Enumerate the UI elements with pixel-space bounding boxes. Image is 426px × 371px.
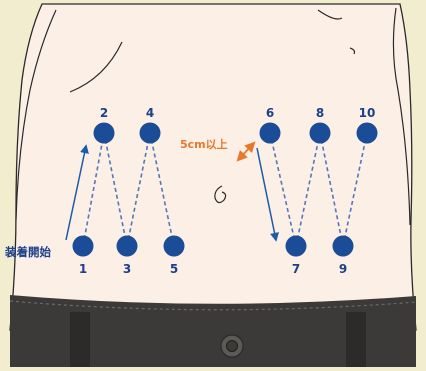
point-label-5: 5 (170, 262, 178, 276)
point-label-8: 8 (316, 106, 324, 120)
point-4 (140, 123, 161, 144)
point-label-6: 6 (266, 106, 274, 120)
belt-loop-left (70, 312, 90, 367)
belt-buckle-inner (227, 341, 238, 352)
point-8 (310, 123, 331, 144)
torso-skin (10, 4, 416, 330)
point-6 (260, 123, 281, 144)
point-10 (357, 123, 378, 144)
point-label-3: 3 (123, 262, 131, 276)
point-1 (73, 236, 94, 257)
belt-loop-right (346, 312, 366, 367)
point-label-1: 1 (79, 262, 87, 276)
start-label: 装着開始 (4, 245, 51, 259)
point-5 (164, 236, 185, 257)
point-label-4: 4 (146, 106, 154, 120)
point-label-9: 9 (339, 262, 347, 276)
point-label-10: 10 (359, 106, 376, 120)
distance-label: 5cm以上 (180, 137, 228, 151)
point-9 (333, 236, 354, 257)
point-label-2: 2 (100, 106, 108, 120)
point-label-7: 7 (292, 262, 300, 276)
point-2 (94, 123, 115, 144)
point-3 (117, 236, 138, 257)
point-7 (286, 236, 307, 257)
